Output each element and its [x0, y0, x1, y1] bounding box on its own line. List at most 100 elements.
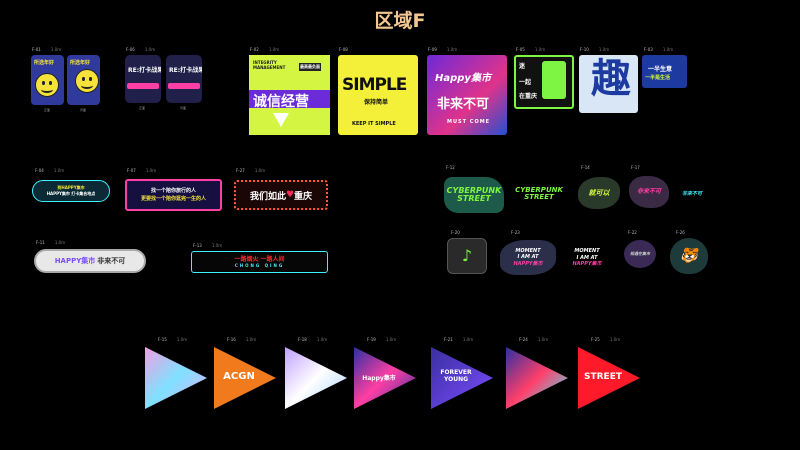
f11-text-a: HAPPY集市 — [54, 257, 96, 265]
f04-badge[interactable]: 到HAPPY集市 HAPPY集市 打卡集合地点 — [32, 180, 110, 202]
f26-badge[interactable]: 🐯 — [670, 238, 708, 274]
f09-script-text: Happy集市 — [435, 73, 491, 84]
f02-main-text: 诚信经营 — [253, 94, 309, 110]
f02-top-text: INTEGRITY MANAGEMENT — [253, 60, 286, 70]
tiger-icon: 🐯 — [680, 248, 698, 264]
f22-badge[interactable]: 相遇在集市 — [624, 240, 656, 268]
f01-card-back[interactable]: 所选年好 — [67, 55, 100, 105]
f27-text-a: 我们如此 — [249, 191, 286, 202]
triangle-sticker[interactable] — [506, 347, 568, 409]
f01-back-text: 所选年好 — [70, 60, 91, 66]
f05-line3: 在重庆 — [519, 93, 538, 100]
f20-label: F-20 — [451, 230, 460, 235]
f17-badge[interactable]: 非来不可 — [629, 176, 669, 208]
f13-sign[interactable]: 一路烟火 一路人间 CHONG QING — [191, 251, 328, 273]
f01-card-front[interactable]: 所选年好 — [31, 55, 64, 105]
f07-line2: 更要找一个陪你逛完一生的人 — [140, 196, 206, 202]
f07-line1: 找一个陪你旅行的人 — [150, 188, 196, 194]
cyber2-line2: STREET — [524, 193, 554, 201]
moment-badge-2[interactable]: MOMENT I AM AT HAPPY集市 — [564, 246, 610, 270]
f07-sign[interactable]: 找一个陪你旅行的人 更要找一个陪你逛完一生的人 — [125, 179, 222, 211]
cyber2-line1: CYBERPUNK — [515, 186, 563, 194]
f06-card-back[interactable]: RE:打卡战果 — [166, 55, 202, 103]
f01-cap-back: 背面 — [80, 108, 87, 112]
f01-cap-front: 正面 — [44, 108, 51, 112]
f10-card[interactable]: 趣 — [579, 55, 638, 113]
f09-main-text: 非来不可 — [437, 97, 490, 112]
f06-front-text: RE:打卡战果 — [128, 67, 161, 74]
f08-main-text: SIMPLE — [342, 75, 407, 95]
f23-line1: MOMENT — [515, 247, 541, 254]
f12-label: F-12 — [446, 165, 455, 170]
f22-text: 相遇在集市 — [630, 251, 650, 256]
heart-icon: ♥ — [285, 190, 295, 200]
moment2-line1: MOMENT — [574, 248, 600, 255]
triangle-sticker[interactable] — [285, 347, 347, 409]
f08-card[interactable]: SIMPLE 保持简单 KEEP IT SIMPLE — [338, 55, 418, 135]
f23-line3: HAPPY集市 — [513, 260, 543, 267]
f23-line2: I AM AT — [517, 254, 539, 261]
f27-sign[interactable]: 我们如此 ♥ 重庆 — [234, 180, 328, 210]
f09-card[interactable]: Happy集市 非来不可 MUST COME — [427, 55, 507, 135]
f12-badge[interactable]: CYBERPUNK STREET — [444, 177, 504, 213]
triangle-text: FOREVER YOUNG — [440, 369, 472, 383]
f06-cap-front: 正面 — [139, 106, 146, 110]
f08-label: F-08 — [339, 47, 348, 52]
f27-text-b: 重庆 — [294, 191, 313, 202]
f23-badge[interactable]: MOMENT I AM AT HAPPY集市 — [500, 240, 556, 275]
music-note-icon: ♪ — [461, 246, 473, 265]
f10-main-text: 趣 — [591, 56, 631, 102]
f06-card-front[interactable]: RE:打卡战果 — [125, 55, 161, 103]
f17-text-a: 非来不可 — [636, 188, 661, 195]
moment2-line2: I AM AT — [576, 254, 598, 261]
cyberpunk-street-badge-2[interactable]: CYBERPUNK STREET — [514, 183, 564, 205]
f04-line2: HAPPY集市 打卡集合地点 — [46, 191, 96, 196]
f04-line1: 到HAPPY集市 — [57, 185, 85, 190]
f17-label: F-17 — [631, 165, 640, 170]
triangle-text: ACGN — [223, 371, 255, 382]
f08-sub-text: 保持简单 — [364, 99, 389, 106]
triangle-sticker[interactable] — [145, 347, 207, 409]
f20-badge[interactable]: ♪ — [447, 238, 487, 274]
f17-text-b: 非来不可 — [681, 190, 702, 197]
f23-label: F-23 — [511, 230, 520, 235]
moment2-line3: HAPPY集市 — [572, 261, 602, 268]
f11-text-b: 非来不可 — [97, 257, 126, 265]
f14-badge[interactable]: 就可以 — [578, 177, 620, 209]
triangle-text: STREET — [584, 371, 622, 382]
f13-line1: 一路烟火 一路人间 — [234, 255, 285, 263]
f02-card[interactable]: INTEGRITY MANAGEMENT 最高最负面 诚信经营 — [249, 55, 330, 135]
f08-bottom-text: KEEP IT SIMPLE — [352, 121, 396, 127]
f17-badge-2[interactable]: 非来不可 — [680, 185, 704, 203]
f01-front-text: 所选年好 — [34, 60, 55, 66]
f22-label: F-22 — [628, 230, 637, 235]
f11-badge[interactable]: HAPPY集市 非来不可 — [34, 249, 146, 273]
f06-cap-back: 背面 — [180, 106, 187, 110]
f03-card[interactable]: 一半生意 一半是生活 — [642, 55, 687, 88]
page-title: 区域F — [374, 10, 426, 32]
f05-card[interactable]: 迷 一起 在重庆 — [514, 55, 574, 109]
f14-text: 就可以 — [588, 188, 610, 197]
f03-line1: 一半生意 — [648, 66, 673, 73]
triangle-text: Happy集市 — [362, 375, 396, 382]
smiley-icon — [35, 73, 59, 97]
f12-line2: STREET — [457, 194, 491, 203]
f26-label: F-26 — [676, 230, 685, 235]
